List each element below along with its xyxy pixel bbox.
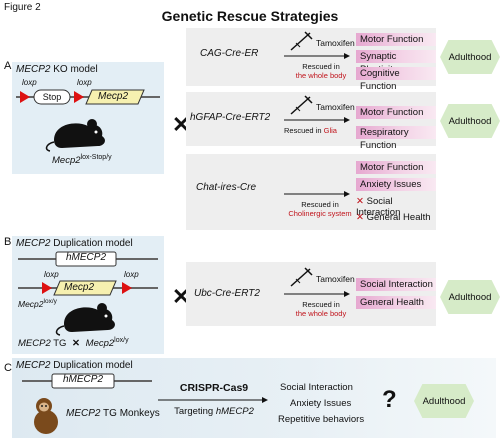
outcome-motor-function: Motor Function [356, 33, 436, 46]
mecp2-gene-label: Mecp2 [98, 91, 129, 102]
outcome-repetitive-behaviors: Repetitive behaviors [278, 414, 365, 425]
cross-symbol-b: ✕ [172, 284, 191, 309]
failed-outcome-social-interaction: ✕ Social Interaction [356, 196, 401, 218]
loxp-triangle-left [20, 91, 30, 103]
outcome-social-interaction: Social Interaction [356, 278, 436, 291]
outcome-synaptic-plasticity: Synaptic Plasticity [356, 50, 436, 75]
monkey-label: MECP2 TG Monkeys [66, 408, 160, 419]
loxp-label-left: loxp [22, 78, 37, 87]
strategy-b-cre: Ubc-Cre-ERT2 [194, 288, 260, 299]
stage-adulthood-c: Adulthood [414, 384, 474, 418]
loxp-label-right: loxp [77, 78, 92, 87]
outcome-general-health: General Health [356, 296, 436, 309]
cross-genotype-label: MECP2 TG ✕ Mecp2lox/y [18, 337, 129, 350]
floxed-allele-construct [18, 280, 158, 296]
strategy-a2-cre: hGFAP-Cre-ERT2 [190, 112, 271, 123]
transgene-construct [22, 373, 152, 389]
outcome-cognitive-function: Cognitive Function [356, 67, 436, 92]
fail-x-icon: ✕ [356, 196, 364, 207]
arrow-a1 [284, 53, 350, 59]
outcome-anxiety-issues: Anxiety Issues [356, 178, 436, 191]
strategy-a2-rescued: Rescued in Glia [284, 126, 337, 135]
ko-construct-diagram [16, 89, 160, 105]
strategy-a1-rescued: Rescued in the whole body [295, 62, 347, 80]
strategy-a3-cre: Chat-ires-Cre [196, 182, 257, 193]
panel-a-model-title: MECP2 KO model [16, 64, 98, 75]
stop-cassette [33, 89, 71, 105]
panel-a-model-box: MECP2 KO model loxp loxp Stop Mecp2 Mecp… [12, 62, 164, 174]
arrow-a3 [284, 191, 350, 197]
outcome-social-interaction: Social Interaction [280, 382, 353, 393]
panel-a-letter: A [4, 60, 12, 72]
monkey-icon [34, 398, 58, 434]
transgene-label: hMECP2 [65, 252, 106, 263]
transgene-label: hMECP2 [62, 374, 103, 385]
floxed-allele-label: Mecp2lox/y [18, 298, 57, 309]
transgene-construct [18, 251, 158, 267]
outcome-respiratory-function: Respiratory Function [356, 126, 436, 151]
panel-c-model-title: MECP2 Duplication model [16, 360, 133, 371]
panel-b-model-title: MECP2 Duplication model [16, 238, 133, 249]
panel-b-letter: B [4, 236, 12, 248]
strategy-a3-box: Chat-ires-Cre Rescued in Cholinergic sys… [186, 154, 436, 230]
mouse-genotype: Mecp2lox-Stop/y [52, 154, 112, 167]
mecp2-gene-shape [85, 89, 145, 105]
syringe-icon [290, 95, 313, 115]
strategy-a2-drug: Tamoxifen [316, 102, 355, 112]
targeting-label: Targeting hMECP2 [174, 406, 254, 417]
arrow-c [158, 397, 268, 403]
stage-adulthood-a2: Adulthood [440, 104, 500, 138]
fail-x-icon: ✕ [356, 212, 364, 223]
strategy-a1-drug: Tamoxifen [316, 38, 355, 48]
arrow-a2 [284, 117, 350, 123]
failed-outcome-general-health: ✕ General Health [356, 212, 431, 223]
panel-c-letter: C [4, 362, 12, 374]
strategy-a1-box: CAG-Cre-ER Tamoxifen Rescued in the whol… [186, 28, 436, 92]
stop-label: Stop [42, 92, 62, 102]
panel-c-box: MECP2 Duplication model hMECP2 MECP2 TG … [12, 358, 496, 438]
strategy-a3-rescued: Rescued in Cholinergic system [288, 200, 352, 218]
strategy-b-box: Ubc-Cre-ERT2 Tamoxifen Rescued in the wh… [186, 262, 436, 326]
stage-adulthood-a1: Adulthood [440, 40, 500, 74]
loxp-triangle-right [74, 91, 84, 103]
figure-label: Figure 2 [4, 2, 41, 13]
panel-b-model-box: MECP2 Duplication model hMECP2 loxp loxp… [12, 236, 164, 354]
strategy-a1-cre: CAG-Cre-ER [200, 48, 259, 59]
loxp-label-right: loxp [124, 270, 139, 279]
outcome-anxiety-issues: Anxiety Issues [290, 398, 352, 409]
figure-title: Genetic Rescue Strategies [161, 8, 339, 24]
cross-symbol-a: ✕ [172, 112, 191, 137]
syringe-icon [290, 267, 313, 287]
mouse-icon [45, 119, 105, 152]
outcome-motor-function: Motor Function [356, 161, 436, 174]
unknown-outcome-mark: ? [382, 386, 397, 413]
syringe-icon [290, 31, 313, 51]
mouse-icon [55, 303, 115, 336]
outcome-motor-function: Motor Function [356, 106, 436, 119]
strategy-b-rescued: Rescued in the whole body [295, 300, 347, 318]
strategy-b-drug: Tamoxifen [316, 274, 355, 284]
stage-adulthood-b: Adulthood [440, 280, 500, 314]
loxp-label-left: loxp [44, 270, 59, 279]
method-label: CRISPR-Cas9 [179, 382, 249, 394]
strategy-a2-box: hGFAP-Cre-ERT2 Tamoxifen Rescued in Glia… [186, 92, 436, 151]
floxed-gene-label: Mecp2 [64, 282, 95, 293]
arrow-b [284, 291, 350, 297]
